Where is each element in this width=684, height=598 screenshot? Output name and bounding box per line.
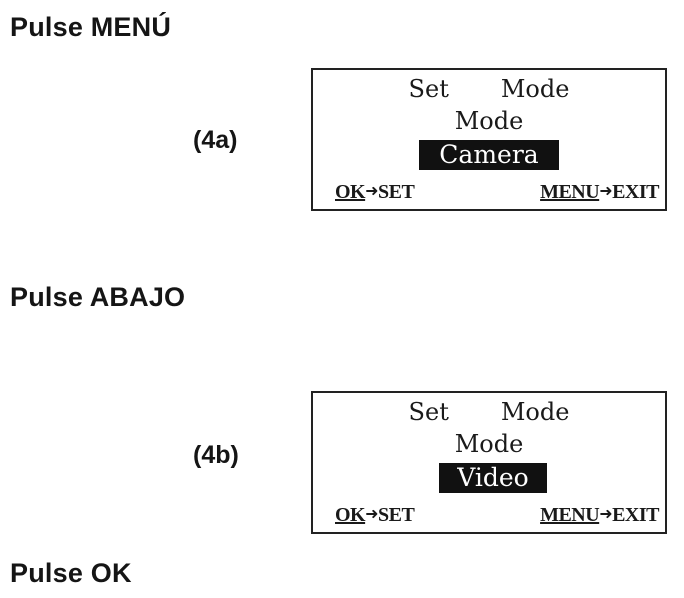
footer-action-set: SET xyxy=(378,181,415,203)
footer-key-ok: OK xyxy=(335,181,366,203)
figure-label-4a: (4a) xyxy=(193,126,238,154)
figure-label-4b: (4b) xyxy=(193,441,239,469)
footer-ok-set: OK➜SET xyxy=(335,181,415,204)
footer-ok-set: OK➜SET xyxy=(335,504,415,527)
selected-option-camera[interactable]: Camera xyxy=(419,140,559,170)
right-arrow-icon: ➜ xyxy=(365,504,379,523)
footer-key-menu: MENU xyxy=(540,181,600,203)
lcd-title: Set Mode xyxy=(313,398,665,426)
right-arrow-icon: ➜ xyxy=(599,504,613,523)
footer-action-exit: EXIT xyxy=(612,504,659,526)
instruction-press-ok: Pulse OK xyxy=(10,558,132,588)
lcd-title-word-set: Set xyxy=(408,75,449,103)
footer-key-ok: OK xyxy=(335,504,366,526)
footer-menu-exit: MENU➜EXIT xyxy=(540,181,659,204)
footer-key-menu: MENU xyxy=(540,504,600,526)
instruction-press-down: Pulse ABAJO xyxy=(10,282,186,312)
lcd-title-word-mode: Mode xyxy=(500,75,570,103)
lcd-title-word-set: Set xyxy=(408,398,449,426)
lcd-subtitle: Mode xyxy=(454,430,524,458)
right-arrow-icon: ➜ xyxy=(599,181,613,200)
lcd-title: Set Mode xyxy=(313,75,665,103)
lcd-title-word-mode: Mode xyxy=(500,398,570,426)
selected-option-video[interactable]: Video xyxy=(439,463,547,493)
right-arrow-icon: ➜ xyxy=(365,181,379,200)
footer-action-exit: EXIT xyxy=(612,181,659,203)
footer-action-set: SET xyxy=(378,504,415,526)
lcd-subtitle: Mode xyxy=(454,107,524,135)
footer-menu-exit: MENU➜EXIT xyxy=(540,504,659,527)
instruction-press-menu: Pulse MENÚ xyxy=(10,12,172,42)
